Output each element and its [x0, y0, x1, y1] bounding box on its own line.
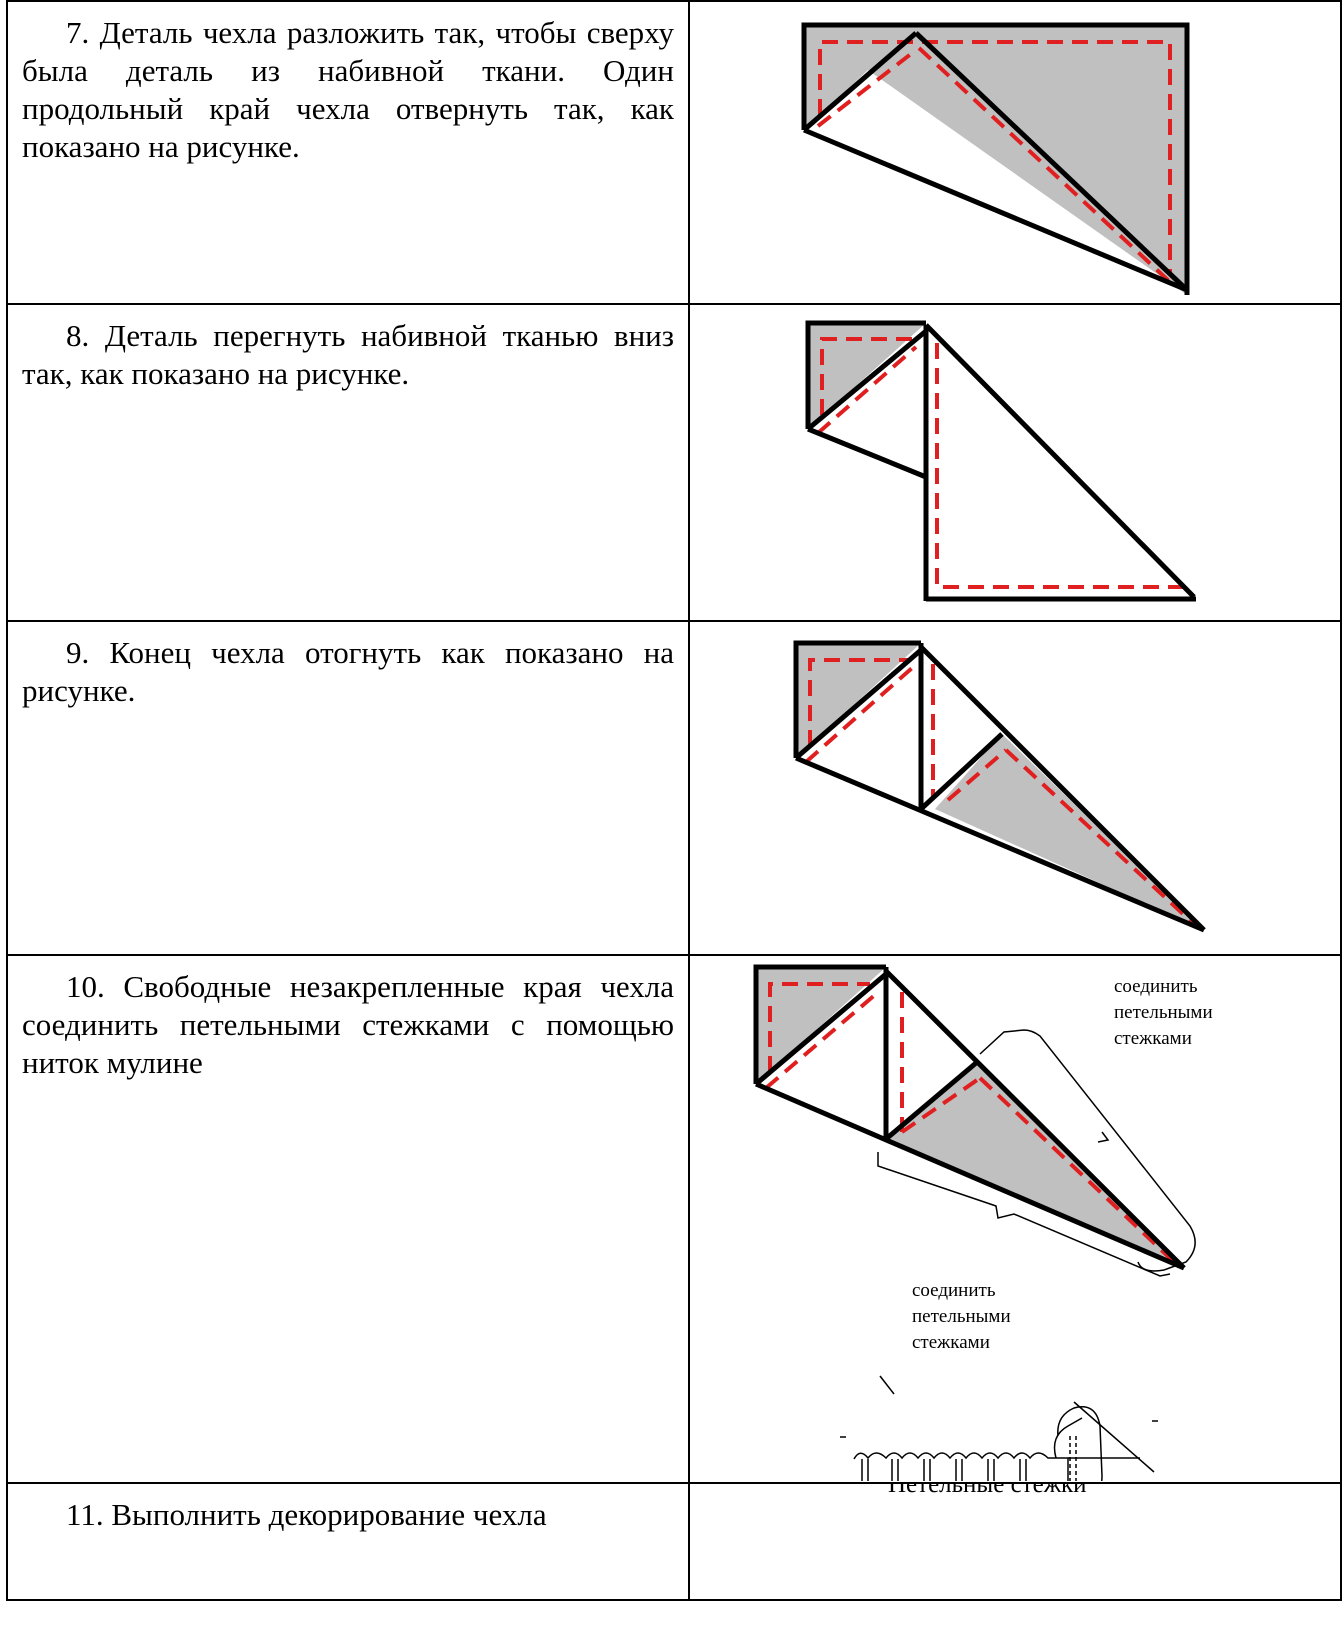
bottom-edge: [795, 755, 1205, 933]
seam-line-diagonal: [917, 46, 1172, 284]
diagonal-edge: [884, 969, 1186, 1270]
step-11-caption-area: Петельные стежки: [888, 1484, 1087, 1498]
step-8-text: 8. Деталь перегнуть набивной тканью вниз…: [22, 318, 674, 391]
shaded-area: [804, 25, 1187, 295]
instruction-table: 7. Деталь чехла разложить так, чтобы све…: [6, 0, 1342, 1601]
step-text-cell: 8. Деталь перегнуть набивной тканью вниз…: [6, 303, 690, 622]
seam-line-fold: [816, 345, 918, 435]
step-text-cell: 11. Выполнить декорирование чехла: [6, 1482, 690, 1601]
step-8-figure: [805, 320, 1196, 602]
fold-edge: [914, 31, 1189, 292]
step-7-figure: [801, 22, 1190, 295]
step-11-figure-cell: Петельные стежки: [688, 1482, 1342, 1601]
step-9-figure: [793, 640, 1206, 933]
tip-fold-line: [919, 732, 1004, 811]
label-right-line2: петельными: [1114, 1002, 1213, 1023]
seam-line-bottom: [935, 343, 1190, 589]
step-text-cell: 10. Свободные незакрепленные края чехла …: [6, 954, 690, 1484]
seam-line-tip-fold: [946, 748, 1008, 802]
label-right-line3: стежками: [1114, 1028, 1192, 1049]
step-11-text: 11. Выполнить декорирование чехла: [66, 1497, 547, 1532]
step-row-11: 11. Выполнить декорирование чехла Петель…: [6, 1482, 1342, 1601]
step-row-9: 9. Конец чехла отогнуть как показано на …: [6, 620, 1342, 956]
step-7-text: 7. Деталь чехла разложить так, чтобы све…: [22, 15, 674, 164]
label-bottom-line2: петельными: [912, 1306, 1011, 1327]
buttonhole-stitch-illustration: [840, 1375, 1158, 1481]
step-8-figure-cell: [688, 303, 1342, 622]
diagonal-edge: [924, 323, 1196, 599]
step-10-figure: соединить петельными стежками соединить …: [753, 964, 1213, 1481]
tip-fold-line: [884, 1061, 978, 1141]
fold-line: [754, 972, 888, 1086]
outline: [753, 964, 886, 1084]
seam-line: [808, 658, 908, 746]
step-9-text: 9. Конец чехла отогнуть как показано на …: [22, 635, 674, 708]
bracket-right-notch: [1097, 1131, 1110, 1143]
label-right-line1: соединить: [1114, 976, 1198, 997]
seam-line-tip: [978, 1076, 1176, 1264]
seam-line: [768, 982, 870, 1072]
label-bottom-line1: соединить: [912, 1280, 996, 1301]
shaded-tip: [886, 1063, 1182, 1266]
bottom-edge: [803, 127, 1188, 293]
step-row-10: 10. Свободные незакрепленные края чехла …: [6, 954, 1342, 1484]
seam-line: [820, 337, 914, 415]
short-edge: [807, 426, 927, 480]
label-bottom-line3: стежками: [912, 1332, 990, 1353]
seam-line-fold: [816, 48, 918, 128]
seam-line-tip-fold: [900, 1076, 982, 1134]
fold-line: [794, 648, 923, 760]
seam-line-tip: [1004, 748, 1198, 928]
shaded-tip: [935, 734, 1204, 930]
figure-caption: Петельные стежки: [888, 1484, 1087, 1498]
step-row-8: 8. Деталь перегнуть набивной тканью вниз…: [6, 303, 1342, 622]
bracket-bottom: [877, 1152, 1171, 1277]
step-row-7: 7. Деталь чехла разложить так, чтобы све…: [6, 0, 1342, 305]
outline: [801, 22, 1190, 295]
fold-line: [806, 329, 928, 431]
bottom-edge: [755, 1081, 1185, 1271]
outline: [793, 640, 921, 758]
step-10-figure-cell: соединить петельными стежками соединить …: [688, 954, 1342, 1484]
step-text-cell: 9. Конец чехла отогнуть как показано на …: [6, 620, 690, 956]
step-10-text: 10. Свободные незакрепленные края чехла …: [22, 969, 674, 1080]
diagonal-edge: [919, 645, 1206, 932]
step-text-cell: 7. Деталь чехла разложить так, чтобы све…: [6, 0, 690, 305]
outline: [805, 320, 926, 429]
seam-line: [818, 40, 1172, 272]
step-7-figure-cell: [688, 0, 1342, 305]
step-9-figure-cell: [688, 620, 1342, 956]
fold-line: [802, 31, 918, 132]
